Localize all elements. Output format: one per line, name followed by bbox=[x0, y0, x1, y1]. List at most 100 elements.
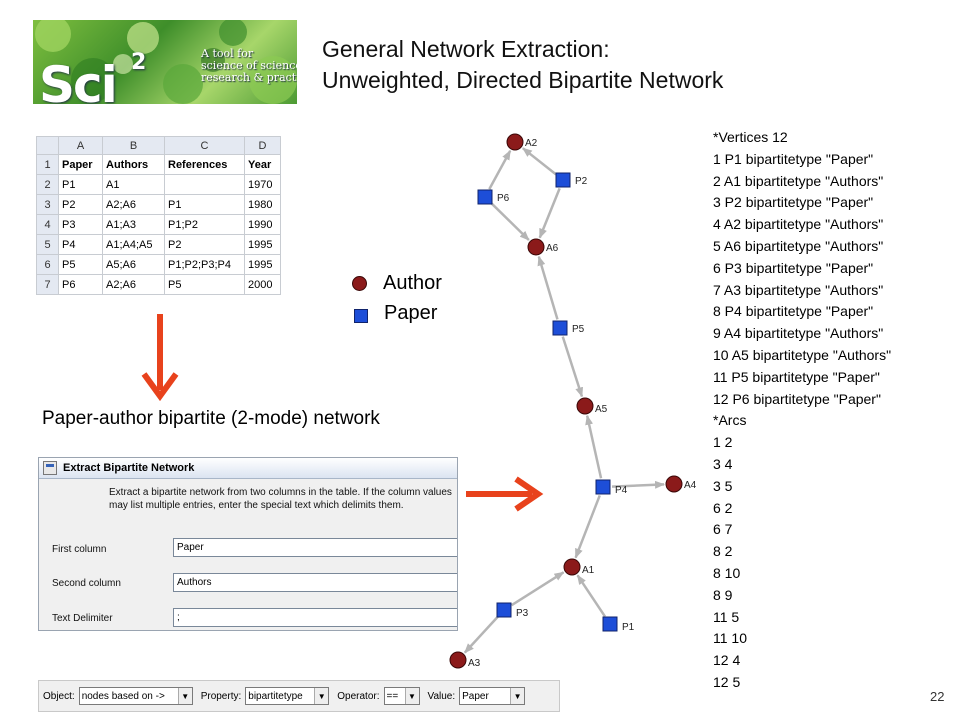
table-cell[interactable]: Year bbox=[244, 154, 281, 175]
table-cell[interactable]: P2 bbox=[58, 194, 103, 215]
row-header[interactable]: 5 bbox=[36, 234, 59, 255]
bipartite-network-label: Paper-author bipartite (2-mode) network bbox=[42, 408, 380, 429]
network-edge-p6-a6 bbox=[490, 202, 530, 241]
legend-paper-label: Paper bbox=[384, 301, 438, 324]
pajek-line: 6 P3 bipartitetype "Paper" bbox=[713, 259, 874, 276]
table-cell[interactable]: A1;A3 bbox=[102, 214, 165, 235]
row-header[interactable]: 7 bbox=[36, 274, 59, 295]
table-cell[interactable]: P4 bbox=[58, 234, 103, 255]
network-edge-p3-a3 bbox=[463, 615, 499, 654]
table-cell[interactable]: 1990 bbox=[244, 214, 281, 235]
column-header-b[interactable]: B bbox=[102, 136, 165, 155]
extract-bipartite-dialog: Extract Bipartite Network Extract a bipa… bbox=[38, 457, 458, 631]
network-node-p4[interactable] bbox=[595, 479, 611, 495]
table-cell[interactable]: A1;A4;A5 bbox=[102, 234, 165, 255]
row-header[interactable]: 4 bbox=[36, 214, 59, 235]
table-cell[interactable]: P5 bbox=[164, 274, 245, 295]
object-select[interactable]: nodes based on -> ▼ bbox=[78, 687, 193, 705]
row-header[interactable]: 1 bbox=[36, 154, 59, 175]
operator-label: Operator: bbox=[337, 690, 380, 702]
slide-title-line2: Unweighted, Directed Bipartite Network bbox=[322, 67, 724, 93]
network-node-a6[interactable] bbox=[527, 238, 545, 256]
right-arrow-icon bbox=[466, 476, 544, 512]
network-node-a1[interactable] bbox=[563, 558, 581, 576]
first-column-input[interactable] bbox=[173, 538, 457, 557]
dialog-titlebar[interactable]: Extract Bipartite Network bbox=[39, 458, 457, 479]
operator-select[interactable]: == ▼ bbox=[383, 687, 420, 705]
network-node-p6[interactable] bbox=[477, 189, 493, 205]
pajek-line: 12 P6 bipartitetype "Paper" bbox=[713, 390, 881, 407]
node-filter-bar: Object: nodes based on -> ▼ Property: bi… bbox=[38, 680, 560, 712]
chevron-down-icon[interactable]: ▼ bbox=[510, 688, 525, 704]
network-node-a4[interactable] bbox=[665, 475, 683, 493]
network-node-p5[interactable] bbox=[552, 320, 568, 336]
slide-title: General Network Extraction: Unweighted, … bbox=[322, 34, 723, 96]
row-header[interactable]: 2 bbox=[36, 174, 59, 195]
pajek-line: *Vertices 12 bbox=[713, 129, 788, 145]
row-header[interactable]: 6 bbox=[36, 254, 59, 275]
spreadsheet-column-header-row: A B C D bbox=[36, 136, 281, 155]
column-header-a[interactable]: A bbox=[58, 136, 103, 155]
row-header[interactable]: 3 bbox=[36, 194, 59, 215]
table-cell[interactable]: 2000 bbox=[244, 274, 281, 295]
table-cell[interactable]: A2;A6 bbox=[102, 194, 165, 215]
table-cell[interactable]: Authors bbox=[102, 154, 165, 175]
second-column-input[interactable] bbox=[173, 573, 457, 592]
first-column-label: First column bbox=[52, 544, 107, 555]
network-node-label: A2 bbox=[525, 138, 538, 149]
logo-superscript: 2 bbox=[131, 50, 147, 75]
column-header-d[interactable]: D bbox=[244, 136, 281, 155]
sci2-logo: Sci 2 A tool for science of science rese… bbox=[33, 20, 297, 104]
page-number: 22 bbox=[930, 689, 945, 704]
table-cell[interactable]: References bbox=[164, 154, 245, 175]
pajek-line: 8 2 bbox=[713, 543, 733, 560]
pajek-line: 6 2 bbox=[713, 499, 733, 516]
property-select[interactable]: bipartitetype ▼ bbox=[245, 687, 330, 705]
chevron-down-icon[interactable]: ▼ bbox=[314, 688, 329, 704]
table-cell[interactable]: 1970 bbox=[244, 174, 281, 195]
network-node-label: P6 bbox=[497, 193, 510, 204]
network-edge-p5-a5 bbox=[561, 336, 584, 398]
pajek-line: *Arcs bbox=[713, 412, 747, 429]
network-edge-p4-a4 bbox=[611, 480, 666, 489]
pajek-line: 8 9 bbox=[713, 586, 733, 603]
network-node-p1[interactable] bbox=[602, 616, 618, 632]
table-cell[interactable]: 1980 bbox=[244, 194, 281, 215]
table-cell[interactable]: P3 bbox=[58, 214, 103, 235]
table-row: 5 P4 A1;A4;A5 P2 1995 bbox=[36, 234, 281, 255]
value-label: Value: bbox=[427, 690, 456, 702]
network-node-a5[interactable] bbox=[576, 397, 594, 415]
pajek-line: 9 A4 bipartitetype "Authors" bbox=[713, 325, 884, 342]
table-row: 4 P3 A1;A3 P1;P2 1990 bbox=[36, 214, 281, 235]
table-cell[interactable]: P5 bbox=[58, 254, 103, 275]
network-node-p2[interactable] bbox=[555, 172, 571, 188]
table-cell[interactable]: P1 bbox=[58, 174, 103, 195]
table-cell[interactable]: P2 bbox=[164, 234, 245, 255]
network-node-p3[interactable] bbox=[496, 602, 512, 618]
network-node-a3[interactable] bbox=[449, 651, 467, 669]
table-cell[interactable]: A2;A6 bbox=[102, 274, 165, 295]
chevron-down-icon[interactable]: ▼ bbox=[177, 688, 192, 704]
second-column-label: Second column bbox=[52, 578, 121, 589]
table-cell[interactable]: P1;P2;P3;P4 bbox=[164, 254, 245, 275]
value-select[interactable]: Paper ▼ bbox=[459, 687, 526, 705]
table-cell[interactable]: A5;A6 bbox=[102, 254, 165, 275]
table-cell[interactable]: P1;P2 bbox=[164, 214, 245, 235]
text-delimiter-input[interactable] bbox=[173, 608, 457, 627]
column-header-c[interactable]: C bbox=[164, 136, 245, 155]
logo-tagline-line: science of science bbox=[201, 59, 297, 72]
table-cell[interactable]: A1 bbox=[102, 174, 165, 195]
network-node-a2[interactable] bbox=[506, 133, 524, 151]
table-cell[interactable]: P1 bbox=[164, 194, 245, 215]
table-cell[interactable]: 1995 bbox=[244, 254, 281, 275]
table-cell[interactable]: P6 bbox=[58, 274, 103, 295]
table-cell[interactable]: Paper bbox=[58, 154, 103, 175]
chevron-down-icon[interactable]: ▼ bbox=[404, 688, 419, 704]
table-cell[interactable] bbox=[164, 174, 245, 195]
network-node-label: A6 bbox=[546, 243, 559, 254]
table-row: 7 P6 A2;A6 P5 2000 bbox=[36, 274, 281, 295]
table-cell[interactable]: 1995 bbox=[244, 234, 281, 255]
pajek-line: 5 A6 bipartitetype "Authors" bbox=[713, 237, 884, 254]
value-select-value: Paper bbox=[462, 690, 489, 702]
network-edge-p3-a1 bbox=[510, 571, 565, 607]
